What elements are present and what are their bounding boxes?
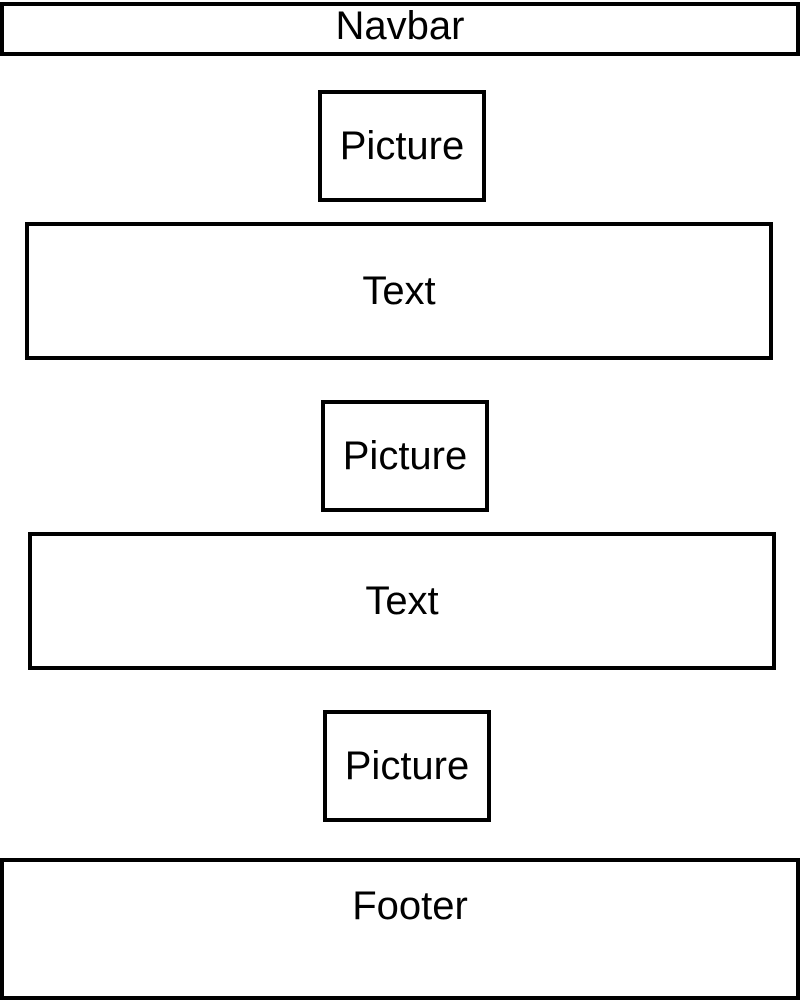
picture-label: Picture [339, 124, 465, 168]
picture-label: Picture [342, 434, 468, 478]
picture-placeholder-3: Picture [323, 710, 491, 822]
navbar-label: Navbar [335, 4, 465, 48]
text-label: Text [365, 579, 439, 623]
text-label: Text [362, 269, 436, 313]
picture-label: Picture [344, 744, 470, 788]
text-block-2: Text [28, 532, 776, 670]
picture-placeholder-2: Picture [321, 400, 489, 512]
footer-label: Footer [352, 884, 468, 928]
text-block-1: Text [25, 222, 773, 360]
picture-placeholder-1: Picture [318, 90, 486, 202]
navbar: Navbar [0, 2, 800, 56]
footer: Footer [0, 858, 800, 1000]
